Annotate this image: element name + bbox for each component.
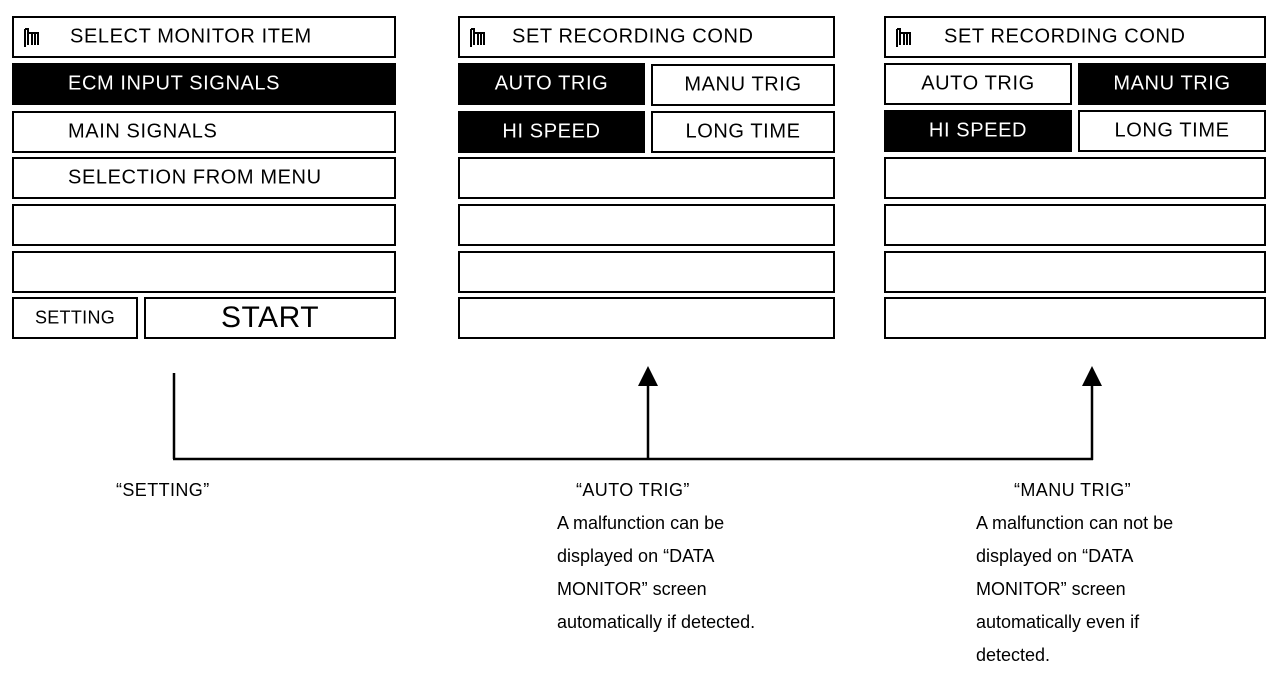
hi-speed-label: HI SPEED: [928, 119, 1028, 142]
caption-line: displayed on “DATA: [976, 546, 1134, 566]
empty-row: [12, 204, 396, 246]
empty-row: [458, 157, 835, 199]
manu-trig-button[interactable]: MANU TRIG: [651, 64, 835, 106]
empty-row: [458, 251, 835, 293]
start-button-label: START: [220, 301, 320, 334]
empty-row: [12, 251, 396, 293]
empty-row: [884, 157, 1266, 199]
auto-trig-label: AUTO TRIG: [494, 72, 609, 95]
start-button[interactable]: START: [144, 297, 396, 339]
menu-item-selection-from-menu[interactable]: SELECTION FROM MENU: [12, 157, 396, 199]
hand-icon: [24, 28, 39, 47]
caption-line: MONITOR” screen: [557, 579, 707, 599]
manu-trig-label: MANU TRIG: [684, 73, 802, 96]
auto-screen-title: SET RECORDING COND: [512, 25, 754, 48]
caption-line: automatically if detected.: [557, 612, 756, 632]
menu-item-label: MAIN SIGNALS: [68, 120, 218, 143]
long-time-button[interactable]: LONG TIME: [651, 111, 835, 153]
caption-line: automatically even if: [976, 612, 1140, 632]
auto-trig-button[interactable]: AUTO TRIG: [884, 63, 1072, 105]
hi-speed-label: HI SPEED: [502, 120, 601, 143]
monitor-title-bar: SELECT MONITOR ITEM: [12, 16, 396, 58]
empty-row: [458, 204, 835, 246]
empty-row: [458, 297, 835, 339]
auto-trig-button[interactable]: AUTO TRIG: [458, 63, 645, 105]
hand-icon: [470, 28, 485, 47]
long-time-button[interactable]: LONG TIME: [1078, 110, 1266, 152]
auto-trig-caption-heading: “AUTO TRIG”: [576, 480, 690, 500]
manu-trig-caption-heading: “MANU TRIG”: [1014, 480, 1132, 500]
manu-screen-title-bar: SET RECORDING COND: [884, 16, 1266, 58]
menu-item-label: ECM INPUT SIGNALS: [68, 72, 281, 95]
setting-button[interactable]: SETTING: [12, 297, 138, 339]
caption-line: displayed on “DATA: [557, 546, 715, 566]
caption-line: MONITOR” screen: [976, 579, 1126, 599]
arrow-up-icon: [1082, 366, 1102, 386]
caption-line: detected.: [976, 645, 1051, 665]
auto-trig-label: AUTO TRIG: [921, 72, 1035, 95]
arrow-up-icon: [638, 366, 658, 386]
monitor-title: SELECT MONITOR ITEM: [70, 25, 312, 48]
empty-row: [884, 297, 1266, 339]
auto-screen-title-bar: SET RECORDING COND: [458, 16, 835, 58]
long-time-label: LONG TIME: [685, 120, 801, 143]
setting-caption: “SETTING”: [116, 480, 210, 500]
manu-screen-title: SET RECORDING COND: [944, 25, 1186, 48]
manu-trig-button[interactable]: MANU TRIG: [1078, 63, 1266, 105]
caption-line: A malfunction can not be: [976, 513, 1174, 533]
empty-row: [884, 204, 1266, 246]
hand-icon: [896, 28, 911, 47]
menu-item-main-signals[interactable]: MAIN SIGNALS: [12, 111, 396, 153]
caption-line: A malfunction can be: [557, 513, 725, 533]
menu-item-label: SELECTION FROM MENU: [68, 166, 322, 189]
setting-button-label: SETTING: [34, 307, 116, 328]
empty-row: [884, 251, 1266, 293]
hi-speed-button[interactable]: HI SPEED: [458, 111, 645, 153]
hi-speed-button[interactable]: HI SPEED: [884, 110, 1072, 152]
long-time-label: LONG TIME: [1114, 119, 1230, 142]
menu-item-ecm-input-signals[interactable]: ECM INPUT SIGNALS: [12, 63, 396, 105]
manu-trig-label: MANU TRIG: [1113, 72, 1231, 95]
